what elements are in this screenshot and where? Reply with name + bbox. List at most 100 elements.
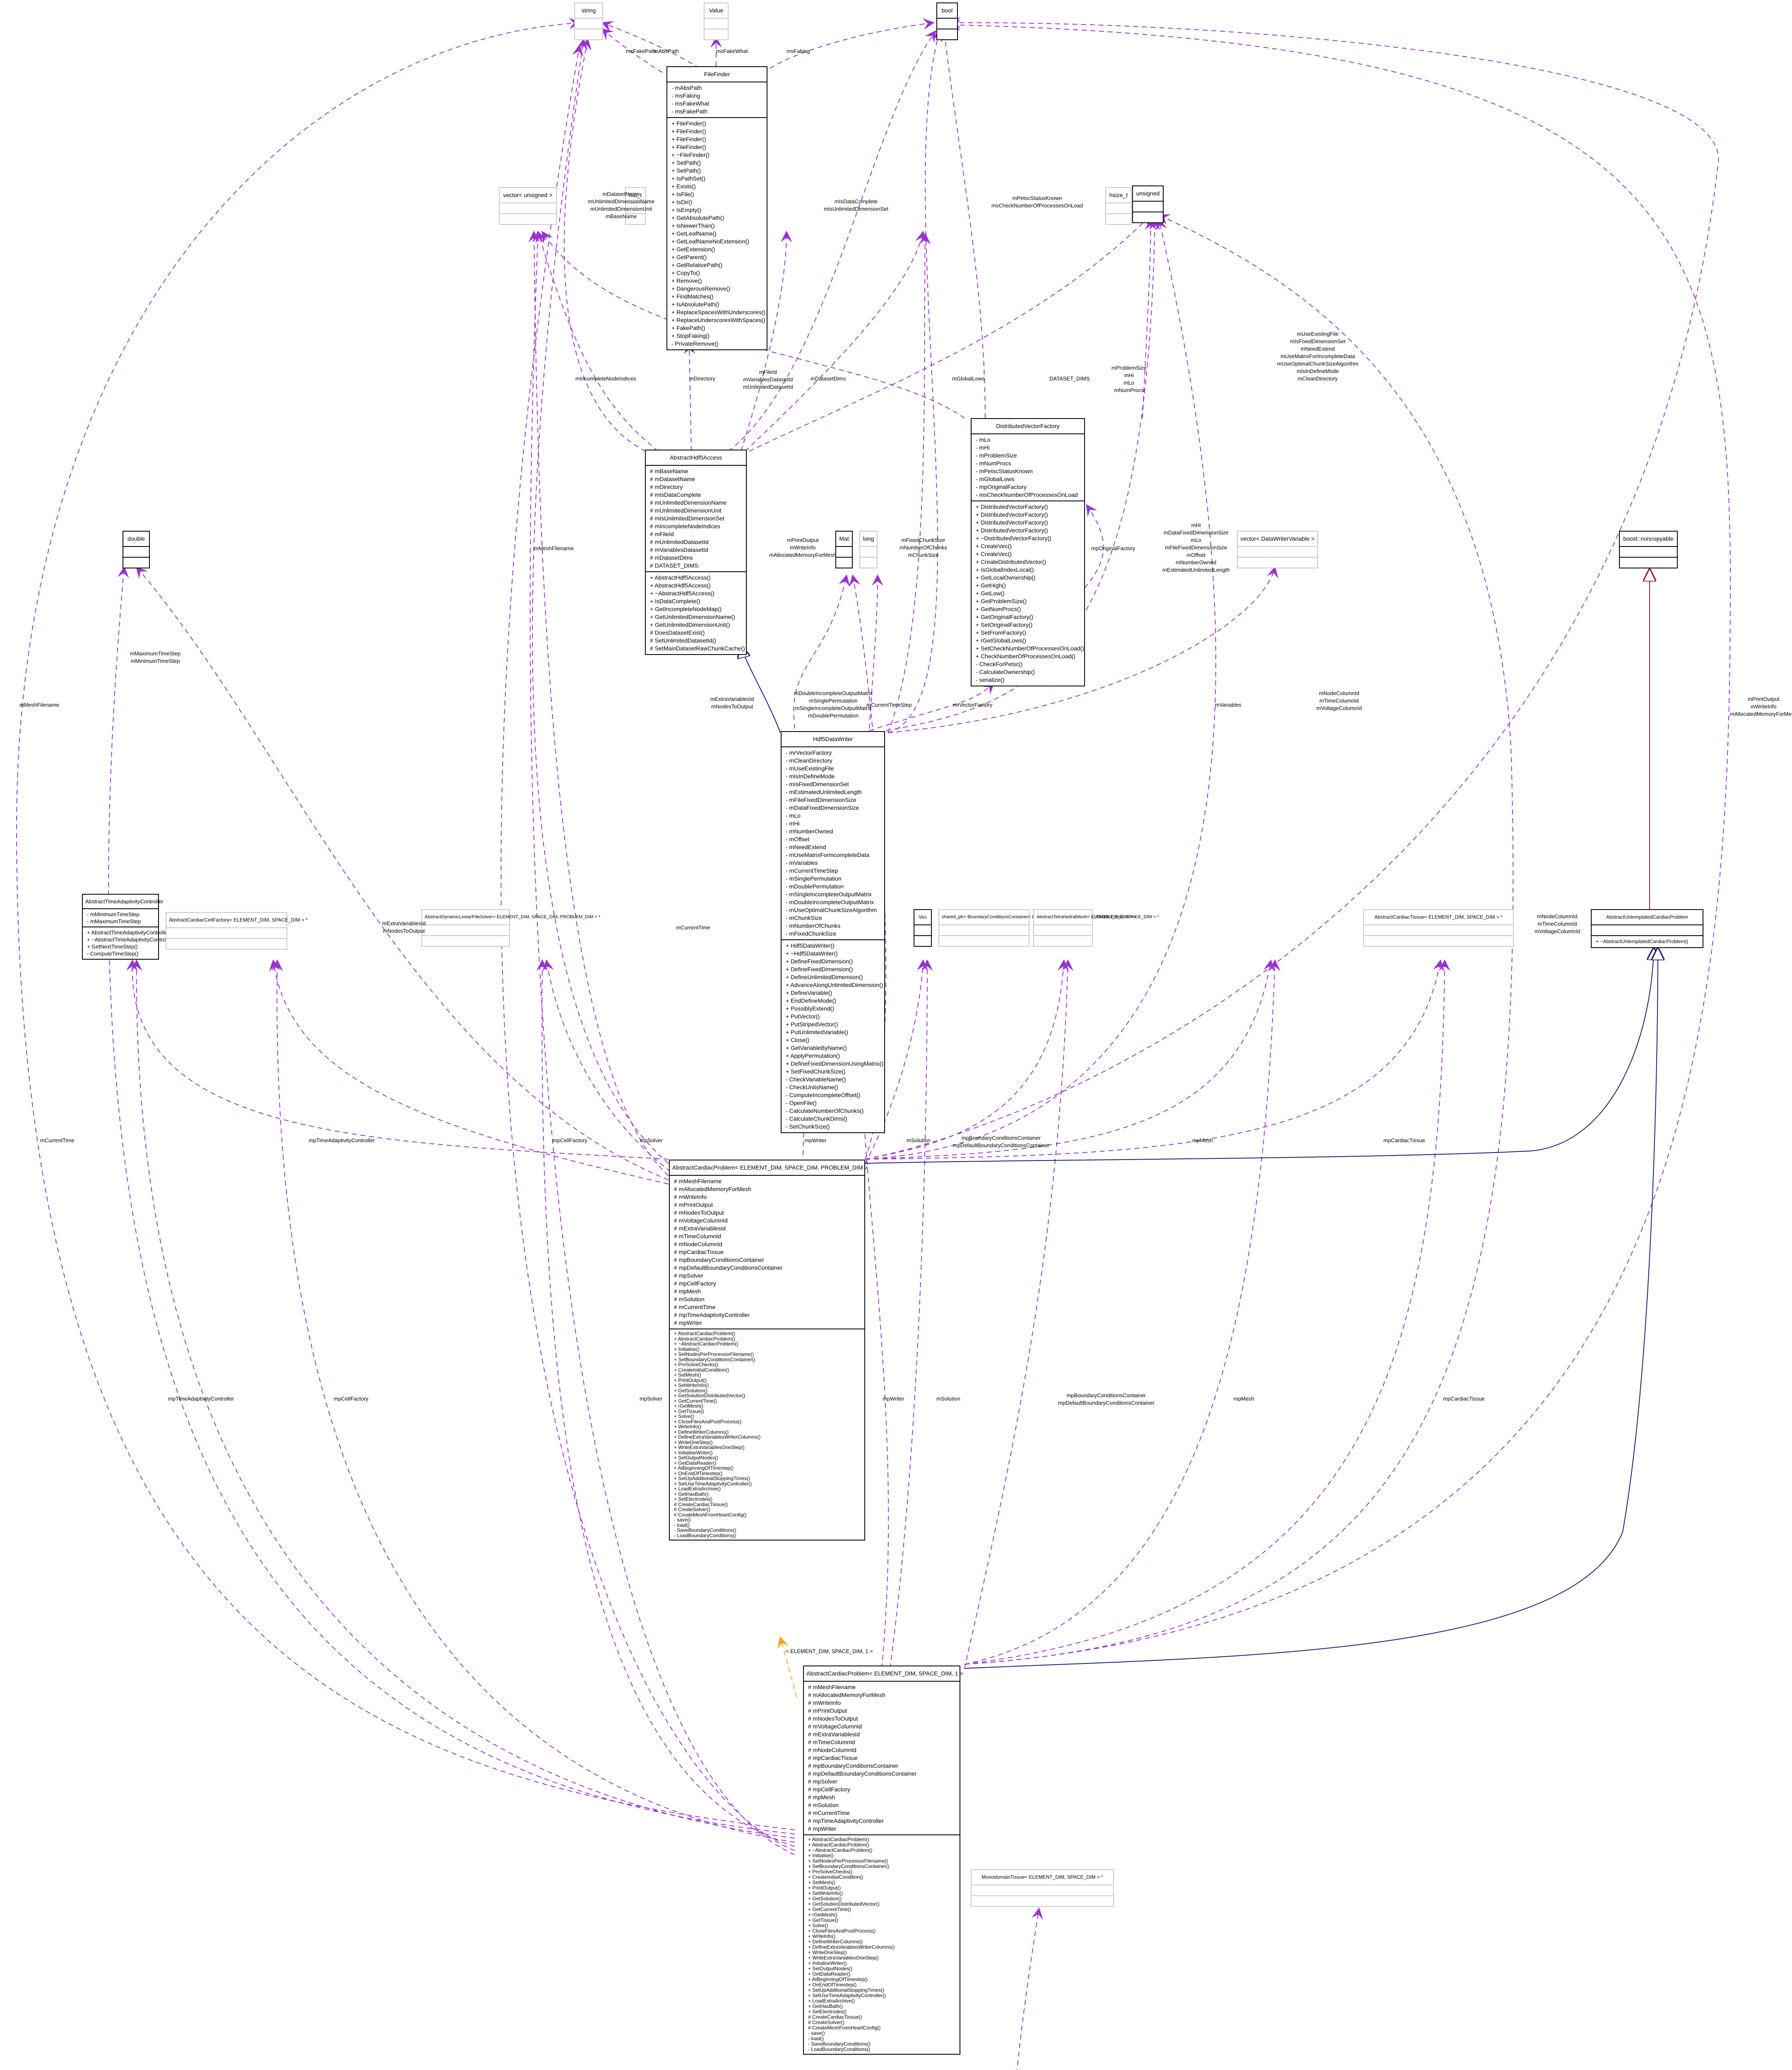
method: + rGetMesh() bbox=[674, 1403, 704, 1409]
method: + SetFixedChunkSize() bbox=[786, 1068, 846, 1075]
attribute: # mWriteInfo bbox=[674, 1194, 707, 1200]
class-bool[interactable]: bool bbox=[936, 2, 958, 40]
class-distributed-vector-factory[interactable]: DistributedVectorFactory - mLo - mHi - m… bbox=[971, 418, 1085, 686]
method: + SetOutputNodes() bbox=[674, 1455, 719, 1461]
edge-label: mpSolver bbox=[640, 1396, 662, 1402]
attribute: - mOffset bbox=[786, 836, 810, 842]
class-vector-unsigned[interactable]: vector< unsigned > bbox=[499, 187, 557, 225]
attribute: # mPrintOutput bbox=[808, 1707, 847, 1714]
edge-label: mMeshFilename bbox=[534, 545, 574, 551]
attribute: # mpCellFactory bbox=[674, 1280, 716, 1287]
edge-label: msFaking bbox=[787, 48, 810, 54]
method: + AbstractTimeAdaptivityController() bbox=[87, 929, 173, 936]
attribute: - mpOriginalFactory bbox=[976, 484, 1027, 490]
method: + DefineWriterColumns() bbox=[808, 1939, 863, 1945]
method: + WriteExtraVariablesOneStep() bbox=[808, 1955, 879, 1961]
class-hdf5-data-writer[interactable]: Hdf5DataWriter - mrVectorFactory - mClea… bbox=[781, 731, 885, 1133]
method: + AbstractCardiacProblem() bbox=[808, 1842, 869, 1848]
method: + Initialise() bbox=[674, 1346, 700, 1352]
methods-section bbox=[123, 557, 149, 568]
attribute: # mpTimeAdaptivityController bbox=[808, 1817, 884, 1824]
class-name: hid_t bbox=[629, 192, 642, 198]
class-abstract-cardiac-problem-template[interactable]: AbstractCardiacProblem< ELEMENT_DIM, SPA… bbox=[669, 1160, 868, 1540]
attribute: - mIsInDefineMode bbox=[786, 773, 835, 780]
edge-label: DATASET_DIMS bbox=[1049, 375, 1090, 382]
class-filefinder[interactable]: FileFinder - mAbsPath - msFaking - msFak… bbox=[666, 66, 767, 350]
method: - ComputeIncompleteOffset() bbox=[786, 1092, 861, 1098]
attribute: # mpDefaultBoundaryConditionsContainer bbox=[808, 1770, 917, 1777]
attribute: # mpBoundaryConditionsContainer bbox=[674, 1256, 764, 1263]
method: + CloseFilesAndPostProcess() bbox=[674, 1418, 742, 1425]
edge-label: mpCardiacTissue bbox=[1443, 1396, 1485, 1402]
class-name: AbstractDynamicLinearPdeSolver< ELEMENT_… bbox=[425, 915, 601, 919]
attribute: # mNodeColumnId bbox=[674, 1241, 722, 1247]
class-vector-datawriter-variable[interactable]: vector< DataWriterVariable > bbox=[1237, 531, 1318, 568]
class-name: bool bbox=[941, 7, 953, 14]
method: + Exists() bbox=[671, 183, 696, 190]
method: + PrintOutput() bbox=[674, 1377, 707, 1383]
class-monodomain-tissue-ptr[interactable]: MonodomainTissue< ELEMENT_DIM, SPACE_DIM… bbox=[971, 1869, 1114, 1907]
class-abstract-hdf5-access[interactable]: AbstractHdf5Access # mBaseName # mDatase… bbox=[645, 450, 747, 655]
attributes-section bbox=[123, 546, 149, 557]
edge-label: msFakeWhat bbox=[716, 48, 748, 54]
method: + PreSolveChecks() bbox=[808, 1869, 853, 1875]
class-bcc-shared-ptr[interactable]: shared_ptr< BoundaryConditionsContainer<… bbox=[938, 909, 1137, 947]
method: - save() bbox=[808, 2030, 825, 2036]
method: - CheckVariableName() bbox=[786, 1076, 846, 1083]
method: + GetHasBath() bbox=[674, 1491, 709, 1497]
attribute: - mCleanDirectory bbox=[786, 757, 832, 764]
class-name: shared_ptr< BoundaryConditionsContainer<… bbox=[942, 915, 1137, 919]
attribute: - mAbsPath bbox=[671, 84, 702, 91]
edge-label: mpCellFactory bbox=[553, 1137, 587, 1143]
method: + PrintOutput() bbox=[808, 1885, 841, 1891]
method: - CheckForPetsc() bbox=[976, 661, 1023, 667]
class-abstract-untemplated-cardiac-problem[interactable]: AbstractUntemplatedCardiacProblem + ~Abs… bbox=[1591, 909, 1703, 948]
class-double[interactable]: double bbox=[123, 531, 150, 568]
method: + InitialiseWriter() bbox=[674, 1449, 713, 1456]
class-cardiac-cell-factory-ptr[interactable]: AbstractCardiacCellFactory< ELEMENT_DIM,… bbox=[166, 912, 308, 950]
method: + rGetGlobalLows() bbox=[976, 637, 1026, 644]
class-pde-solver-ptr[interactable]: AbstractDynamicLinearPdeSolver< ELEMENT_… bbox=[421, 909, 601, 947]
class-vec[interactable]: Vec bbox=[914, 909, 932, 947]
method: + SetUseTimeAdaptivityController() bbox=[808, 1993, 886, 1998]
methods-section bbox=[914, 935, 931, 946]
class-hsize-t[interactable]: hsize_t bbox=[1105, 187, 1132, 225]
method: - CalculateOwnership() bbox=[976, 669, 1035, 675]
class-name: AbstractTimeAdaptivityController bbox=[85, 898, 164, 905]
method: - load() bbox=[808, 2036, 824, 2041]
method: + SetElectrodes() bbox=[674, 1496, 713, 1502]
class-value[interactable]: Value bbox=[704, 2, 729, 40]
attribute: # mUnlimitedDatasetId bbox=[650, 539, 709, 545]
method: + WriteInfo() bbox=[808, 1933, 836, 1939]
class-cardiac-tissue-ptr[interactable]: AbstractCardiacTissue< ELEMENT_DIM, SPAC… bbox=[1363, 909, 1514, 947]
attribute: - mNumberOfChunks bbox=[786, 922, 841, 929]
class-abstract-cardiac-problem-1[interactable]: AbstractCardiacProblem< ELEMENT_DIM, SPA… bbox=[803, 1666, 963, 2055]
class-abstract-time-adaptivity-controller[interactable]: AbstractTimeAdaptivityController - mMini… bbox=[82, 894, 176, 960]
method: # DoesDatasetExist() bbox=[650, 629, 705, 636]
method: + FindMatches() bbox=[671, 293, 714, 300]
class-string[interactable]: string bbox=[574, 2, 603, 40]
class-tetrahedral-mesh-ptr[interactable]: AbstractTetrahedralMesh< ELEMENT_DIM, SP… bbox=[1033, 909, 1159, 947]
method: + FileFinder() bbox=[671, 120, 706, 127]
method: + Solve() bbox=[674, 1413, 694, 1419]
method: + DefineFixedDimension() bbox=[786, 958, 853, 965]
method: - SetChunkSize() bbox=[786, 1123, 830, 1130]
method: # CreateSolver() bbox=[674, 1507, 711, 1512]
methods-section bbox=[626, 213, 645, 224]
class-hid-t[interactable]: hid_t bbox=[625, 187, 646, 225]
class-unsigned[interactable]: unsigned bbox=[1132, 185, 1164, 223]
attribute: # mAllocatedMemoryForMesh bbox=[674, 1186, 751, 1192]
method: + ~AbstractCardiacProblem() bbox=[674, 1341, 738, 1347]
edge-label: msFakePath bbox=[626, 48, 656, 54]
class-mat[interactable]: Mat bbox=[835, 531, 853, 568]
attribute: - mUseOptimalChunkSizeAlgorithm bbox=[786, 907, 877, 913]
attribute: # mBaseName bbox=[650, 468, 688, 474]
edge-label: mpMesh bbox=[1192, 1137, 1213, 1143]
edge-label: mCurrentTime bbox=[40, 1137, 75, 1143]
class-boost-noncopyable[interactable]: boost::noncopyable bbox=[1619, 531, 1678, 568]
class-long[interactable]: long bbox=[859, 531, 878, 568]
